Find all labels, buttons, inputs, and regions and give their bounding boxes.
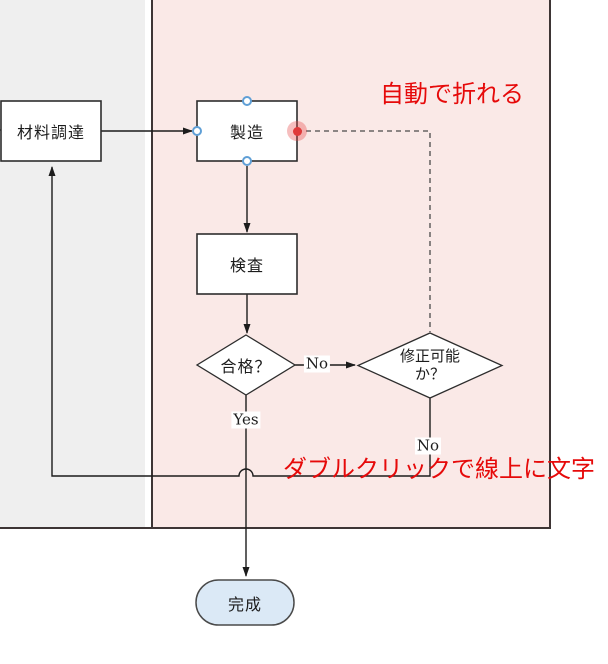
connect-handle-left-icon[interactable]	[192, 126, 202, 136]
drag-endpoint-icon[interactable]	[292, 126, 302, 136]
edge-label-no-pass[interactable]: No	[303, 354, 331, 373]
node-fixable[interactable]	[356, 332, 504, 399]
node-material[interactable]	[0, 100, 102, 162]
connect-handle-bottom-icon[interactable]	[242, 156, 252, 166]
connect-handle-top-icon[interactable]	[242, 96, 252, 106]
edge-label-yes-pass[interactable]: Yes	[231, 410, 261, 429]
edge-fixable-to-material-loop[interactable]	[48, 166, 431, 477]
edge-label-no-fixable[interactable]: No	[414, 436, 442, 455]
node-manufacture[interactable]	[196, 100, 298, 162]
annotation-double-click[interactable]: ダブルクリックで線上に文字	[283, 456, 595, 483]
node-done[interactable]	[195, 579, 295, 626]
node-pass[interactable]	[195, 334, 297, 396]
annotation-auto-bend[interactable]: 自動で折れる	[380, 81, 524, 108]
lane-left[interactable]	[0, 0, 145, 528]
node-inspect[interactable]	[196, 233, 298, 295]
